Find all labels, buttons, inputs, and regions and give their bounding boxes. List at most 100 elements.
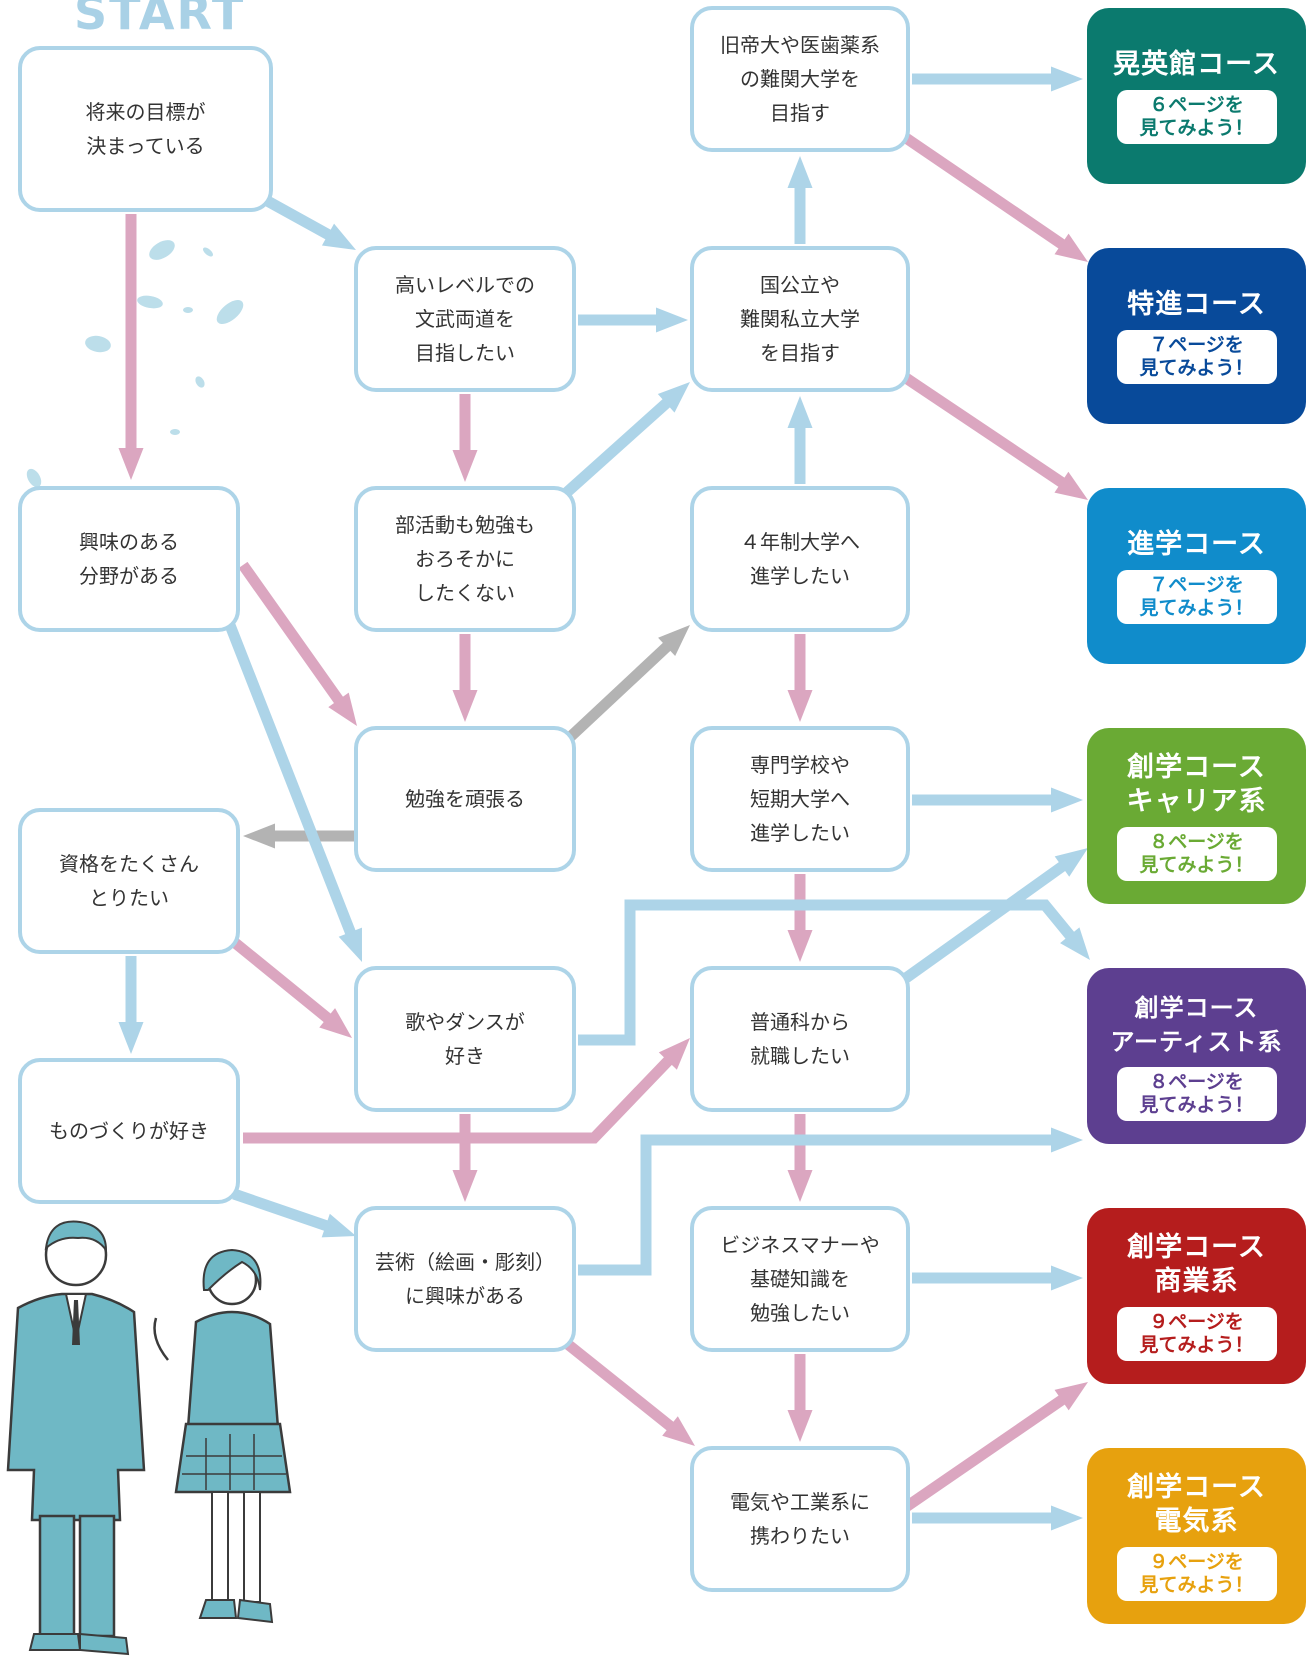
girl-waving-hand-icon: [153, 1317, 169, 1361]
students-illustration: [6, 1220, 292, 1656]
arrow-vocational-to-career: [912, 787, 1083, 813]
course-tokushin-page-badge: ７ページを 見てみよう！: [1116, 330, 1277, 384]
node-general-employment[interactable]: 普通科から 就職したい: [690, 966, 910, 1112]
girl-right-leg-icon: [243, 1491, 261, 1603]
leaf-icon: [149, 240, 175, 260]
node-future-goal-decided[interactable]: 将来の目標が 決まっている: [18, 46, 273, 212]
course-tokushin-title: 特進コース: [1127, 289, 1266, 320]
boy-right-shoe-icon: [79, 1632, 130, 1656]
course-kouei-kan-page-badge: ６ページを 見てみよう！: [1116, 90, 1277, 144]
arrow-goal-to-interest: [118, 214, 144, 480]
course-sogaku-electric-page-badge: ９ページを 見てみよう！: [1116, 1547, 1277, 1601]
leaf-icon: [216, 300, 244, 324]
arrow-art-to-electrical: [561, 1337, 695, 1446]
arrow-public-to-shingaku: [902, 373, 1088, 500]
leaf-icon: [203, 247, 213, 257]
course-sogaku-career-title: 創学コース キャリア系: [1126, 752, 1267, 817]
arrow-public-to-elite: [787, 156, 813, 244]
arrow-club-to-public: [561, 382, 690, 499]
arrow-art-to-artist: [578, 1127, 1083, 1276]
arrow-study-to-qualifications: [243, 823, 354, 849]
course-shingaku-title: 進学コース: [1127, 529, 1266, 560]
leaf-icon: [170, 429, 180, 435]
course-kouei-kan[interactable]: 晃英館コース ６ページを 見てみよう！: [1087, 8, 1306, 184]
course-sogaku-artist-title: 創学コース アーティスト系: [1110, 994, 1283, 1056]
arrow-vocational-to-employment: [787, 874, 813, 962]
course-shingaku-page-badge: ７ページを 見てみよう！: [1116, 570, 1277, 624]
arrow-qualifications-to-making: [118, 956, 144, 1054]
girl-hair-icon: [202, 1248, 262, 1291]
leaf-icon: [26, 468, 42, 488]
course-sogaku-commerce[interactable]: 創学コース 商業系 ９ページを 見てみよう！: [1087, 1208, 1306, 1384]
girl-skirt-icon: [174, 1422, 292, 1494]
node-making-things[interactable]: ものづくりが好き: [18, 1058, 240, 1204]
arrow-elite-to-kouei: [912, 66, 1083, 92]
node-vocational-college[interactable]: 専門学校や 短期大学へ 進学したい: [690, 726, 910, 872]
arrow-highlevel-to-club: [452, 394, 478, 482]
arrow-interest-to-singing: [222, 617, 362, 962]
leaf-icon: [85, 335, 111, 353]
arrow-qualifications-to-singing: [230, 937, 352, 1038]
course-sogaku-commerce-title: 創学コース 商業系: [1127, 1232, 1266, 1297]
girl-left-leg-icon: [211, 1491, 229, 1603]
arrow-employment-to-business: [787, 1114, 813, 1202]
node-club-and-study[interactable]: 部活動も勉強も おろそかに したくない: [354, 486, 576, 632]
course-sogaku-electric-title: 創学コース 電気系: [1127, 1472, 1266, 1537]
leaf-icon: [137, 295, 163, 309]
arrow-singing-to-artist: [578, 899, 1090, 1046]
start-label: START: [74, 0, 246, 40]
boy-tie-icon: [72, 1300, 80, 1345]
boy-left-leg-icon: [38, 1514, 76, 1638]
node-business-manners[interactable]: ビジネスマナーや 基礎知識を 勉強したい: [690, 1206, 910, 1352]
arrow-elite-to-tokushin: [902, 133, 1088, 262]
course-sogaku-career-page-badge: ８ページを 見てみよう！: [1116, 827, 1277, 881]
girl-right-shoe-icon: [236, 1598, 274, 1624]
course-sogaku-artist[interactable]: 創学コース アーティスト系 ８ページを 見てみよう！: [1087, 968, 1306, 1144]
arrow-highlevel-to-public: [578, 307, 688, 333]
arrow-4year-to-public: [787, 396, 813, 484]
arrow-study-to-4year: [563, 625, 690, 745]
arrow-business-to-electrical: [787, 1354, 813, 1442]
boy-left-shoe-icon: [28, 1633, 82, 1651]
arrow-employment-to-career: [902, 848, 1088, 983]
course-sogaku-commerce-page-badge: ９ページを 見てみよう！: [1116, 1307, 1277, 1361]
arrow-business-to-commerce: [912, 1265, 1083, 1291]
arrow-electrical-to-commerce: [902, 1382, 1088, 1512]
node-public-university[interactable]: 国公立や 難関私立大学 を目指す: [690, 246, 910, 392]
course-kouei-kan-title: 晃英館コース: [1113, 49, 1280, 80]
girl-left-shoe-icon: [198, 1599, 238, 1619]
node-high-level-balance[interactable]: 高いレベルでの 文武両道を 目指したい: [354, 246, 576, 392]
course-sogaku-career[interactable]: 創学コース キャリア系 ８ページを 見てみよう！: [1087, 728, 1306, 904]
boy-right-leg-icon: [78, 1514, 116, 1638]
leaf-icon: [195, 376, 205, 388]
arrow-making-to-art: [232, 1188, 356, 1238]
node-elite-university[interactable]: 旧帝大や医歯薬系 の難関大学を 目指す: [690, 6, 910, 152]
arrow-making-to-employment: [243, 1038, 690, 1144]
node-art-interest[interactable]: 芸術（絵画・彫刻） に興味がある: [354, 1206, 576, 1352]
node-study-hard[interactable]: 勉強を頑張る: [354, 726, 576, 872]
arrow-goal-to-highlevel: [259, 193, 356, 250]
node-four-year-university[interactable]: ４年制大学へ 進学したい: [690, 486, 910, 632]
node-interest-field[interactable]: 興味のある 分野がある: [18, 486, 240, 632]
arrow-club-to-study: [452, 634, 478, 722]
node-many-qualifications[interactable]: 資格をたくさん とりたい: [18, 808, 240, 954]
arrow-singing-to-art: [452, 1114, 478, 1202]
leaf-decorations: [26, 240, 244, 488]
arrows: [118, 66, 1090, 1531]
course-sogaku-electric[interactable]: 創学コース 電気系 ９ページを 見てみよう！: [1087, 1448, 1306, 1624]
course-shingaku[interactable]: 進学コース ７ページを 見てみよう！: [1087, 488, 1306, 664]
leaf-icon: [183, 307, 193, 313]
girl-plaid-icon: [182, 1434, 286, 1490]
arrow-interest-to-study: [238, 561, 357, 726]
boy-blazer-icon: [6, 1292, 146, 1522]
arrow-4year-to-vocational: [787, 634, 813, 722]
arrow-electrical-to-electric: [912, 1505, 1083, 1531]
course-sogaku-artist-page-badge: ８ページを 見てみよう！: [1116, 1067, 1277, 1121]
girl-blazer-icon: [186, 1310, 280, 1430]
node-singing-dancing[interactable]: 歌やダンスが 好き: [354, 966, 576, 1112]
node-electrical-industrial[interactable]: 電気や工業系に 携わりたい: [690, 1446, 910, 1592]
boy-hair-icon: [44, 1220, 108, 1254]
course-tokushin[interactable]: 特進コース ７ページを 見てみよう！: [1087, 248, 1306, 424]
